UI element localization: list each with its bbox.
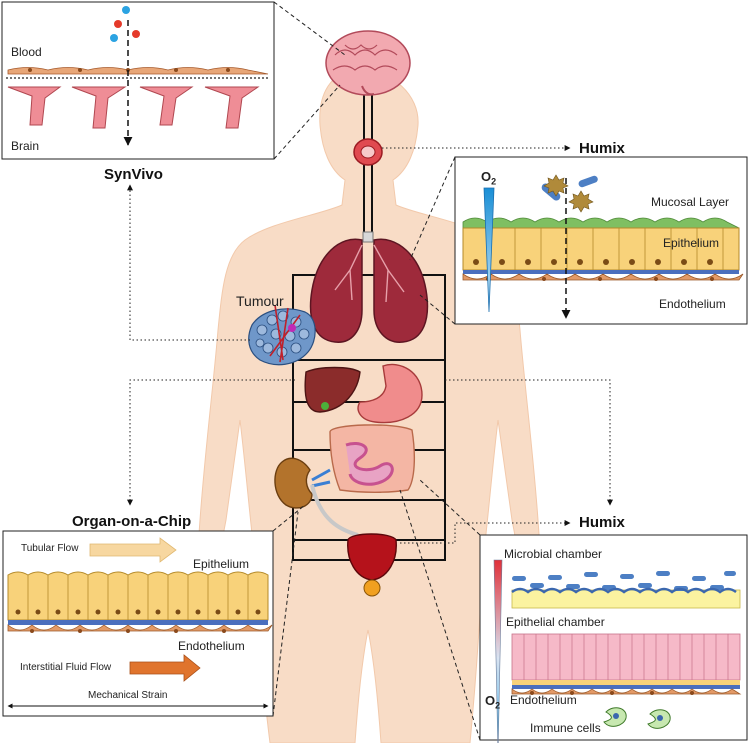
humix-lung-panel xyxy=(454,156,748,325)
epithelium-kidney-label: Epithelium xyxy=(193,557,250,571)
organ-on-chip-title: Organ-on-a-Chip xyxy=(72,513,192,530)
synvivo-panel xyxy=(1,1,275,160)
endothelium-lung-label: Endothelium xyxy=(659,297,726,311)
liver-icon xyxy=(304,366,361,413)
immune-cell-icon xyxy=(603,707,671,729)
brain-icon xyxy=(325,30,411,96)
mucosal-layer-label: Mucosal Layer xyxy=(651,195,730,209)
stomach-icon xyxy=(357,363,423,424)
humix-top-title: Humix xyxy=(579,140,625,157)
o2-top-label: O2 xyxy=(481,169,497,187)
tumour-icon xyxy=(248,304,316,366)
microbial-chamber-label: Microbial chamber xyxy=(504,547,603,561)
microbe-icon xyxy=(541,174,598,213)
brain-label: Brain xyxy=(11,139,40,153)
humix-gut-panel xyxy=(479,534,748,743)
immune-cells-label: Immune cells xyxy=(530,721,601,735)
bladder-icon xyxy=(347,533,397,597)
epithelial-chamber-label: Epithelial chamber xyxy=(506,615,605,629)
endothelium-kidney-label: Endothelium xyxy=(178,639,245,653)
endothelium-gut-label: Endothelium xyxy=(510,693,577,707)
o2-bottom-label: O2 xyxy=(485,693,501,711)
lungs-icon xyxy=(309,231,429,343)
blood-label: Blood xyxy=(11,45,42,59)
heart-icon xyxy=(353,138,383,166)
organ-on-chip-panel xyxy=(2,530,274,717)
mechanical-strain-label: Mechanical Strain xyxy=(88,690,168,701)
tubular-flow-label: Tubular Flow xyxy=(21,543,79,554)
humix-bottom-title: Humix xyxy=(579,514,625,531)
synvivo-title: SynVivo xyxy=(104,166,163,183)
kidney-icon xyxy=(274,457,359,537)
epithelium-lung-label: Epithelium xyxy=(663,236,720,250)
connectors xyxy=(127,1,613,741)
interstitial-flow-label: Interstitial Fluid Flow xyxy=(20,662,112,673)
intestine-icon xyxy=(329,424,416,494)
tumour-label: Tumour xyxy=(236,293,284,309)
